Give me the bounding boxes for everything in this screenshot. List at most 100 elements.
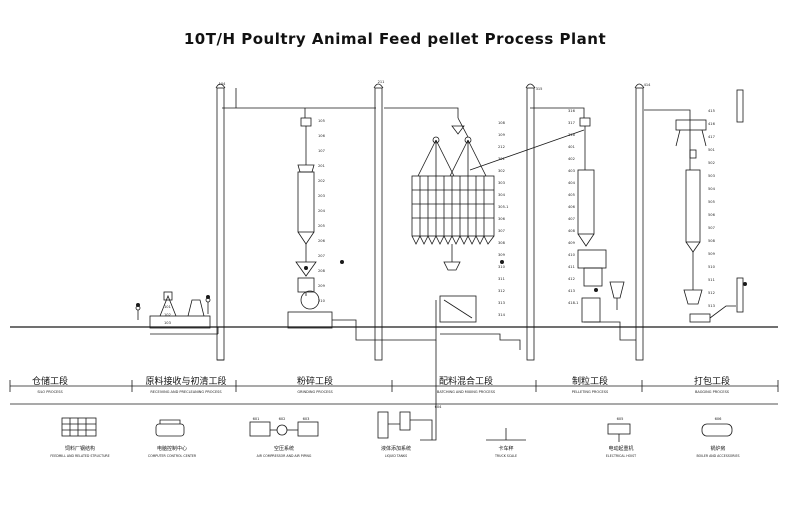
equipment-number-416: 416 [708, 122, 716, 126]
equipment-number-309: 309 [498, 253, 506, 257]
facility-number-605: 605 [617, 417, 624, 421]
operator-figures [136, 260, 747, 307]
facility-number-603: 603 [303, 417, 310, 421]
mixer-unit [420, 244, 521, 441]
equipment-number-205: 205 [318, 224, 325, 228]
equipment-number-415: 415 [708, 109, 715, 113]
equipment-number-404: 404 [568, 181, 576, 185]
equipment-number-407: 407 [568, 217, 575, 221]
equipment-number-403: 403 [568, 169, 575, 173]
equipment-number-302: 302 [498, 169, 505, 173]
equipment-number-108: 108 [498, 121, 506, 125]
equipment-number-202: 202 [318, 179, 325, 183]
equipment-number-301: 301 [498, 157, 505, 161]
equipment-number-417: 417 [708, 135, 715, 139]
air-compressor-icon [249, 421, 319, 437]
equipment-number-305-1: 305-1 [498, 205, 508, 209]
facility-number-604: 604 [435, 405, 443, 409]
equipment-number-401: 401 [568, 145, 575, 149]
equipment-number-409: 409 [568, 241, 576, 245]
equipment-number-510: 510 [708, 265, 716, 269]
electrical-hoist-icon [607, 423, 631, 442]
equipment-number-102: 102 [164, 313, 171, 317]
equipment-number-308: 308 [498, 241, 506, 245]
equipment-number-206: 206 [318, 239, 326, 243]
stage-label-en-2: GRINDING PROCESS [297, 390, 333, 394]
equipment-number-506: 506 [708, 213, 716, 217]
top-conveyor-line [222, 88, 459, 118]
equipment-number-208: 208 [318, 269, 326, 273]
elevator-number-414: 414 [644, 83, 652, 87]
equipment-number-311: 311 [498, 277, 505, 281]
elevator-number-315: 315 [536, 87, 543, 91]
equipment-number-204: 204 [318, 209, 326, 213]
equipment-number-413: 413 [568, 289, 575, 293]
stage-label-en-0: SILO PROCESS [37, 390, 63, 394]
stage-label-3: 配料混合工段 [439, 375, 493, 387]
facility-label-en-4: TRUCK SCALE [494, 454, 517, 458]
equipment-number-314: 314 [498, 313, 506, 317]
equipment-number-106: 106 [318, 134, 326, 138]
equipment-number-408: 408 [568, 229, 576, 233]
steel-structure-icon [61, 417, 97, 437]
bucket-elevator-414 [634, 83, 645, 361]
equipment-number-509: 509 [708, 252, 716, 256]
equipment-number-212: 212 [498, 145, 505, 149]
equipment-number-105: 105 [318, 119, 325, 123]
equipment-number-511: 511 [708, 278, 715, 282]
equipment-number-203: 203 [318, 194, 325, 198]
facility-label-0: 饲料厂钢结构 [65, 445, 95, 452]
facility-label-en-0: FEEDMILL AND RELATED STRUCTURE [50, 454, 109, 458]
equipment-number-508: 508 [708, 239, 716, 243]
stage-label-4: 制粒工段 [572, 375, 608, 387]
facility-label-en-5: ELECTRICAL HOIST [606, 454, 636, 458]
bagging-equipment [644, 89, 744, 323]
equipment-number-505: 505 [708, 200, 715, 204]
facility-number-601: 601 [253, 417, 260, 421]
equipment-number-201: 201 [318, 164, 325, 168]
equipment-number-312: 312 [498, 289, 505, 293]
boiler-icon [701, 423, 733, 437]
pelleting-equipment [577, 117, 636, 341]
equipment-number-313: 313 [498, 301, 505, 305]
equipment-number-307: 307 [498, 229, 505, 233]
stage-label-0: 仓储工段 [32, 375, 68, 387]
stage-label-en-3: BATCHING AND MIXING PROCESS [437, 390, 496, 394]
equipment-number-405: 405 [568, 193, 575, 197]
stage-ticks [9, 380, 779, 392]
equipment-number-207: 207 [318, 254, 325, 258]
batching-bins [411, 117, 585, 245]
equipment-number-504: 504 [708, 187, 716, 191]
facility-number-602: 602 [279, 417, 286, 421]
equipment-number-306: 306 [498, 217, 506, 221]
facility-label-en-2: AIR COMPRESSOR AND AIR PIPING [257, 454, 312, 458]
stage-label-1: 原料接收与初清工段 [145, 375, 226, 387]
facility-label-2: 空压系统 [274, 445, 294, 452]
equipment-number-406: 406 [568, 205, 576, 209]
equipment-number-304: 304 [498, 193, 506, 197]
facility-label-4: 卡车秤 [498, 445, 513, 452]
truck-scale-icon [486, 428, 526, 441]
equipment-number-512: 512 [708, 291, 715, 295]
equipment-number-210: 210 [318, 299, 326, 303]
equipment-number-318: 318 [568, 133, 576, 137]
bucket-elevator-211 [373, 83, 384, 361]
elevator-number-211: 211 [378, 80, 385, 84]
equipment-number-303: 303 [498, 181, 505, 185]
stage-label-en-4: PELLETING PROCESS [572, 390, 609, 394]
facility-label-en-6: BOILER AND ACCESSORIES [697, 454, 740, 458]
equipment-number-101: 101 [164, 305, 171, 309]
facility-label-5: 电动起重机 [608, 445, 633, 452]
stage-label-en-5: BAGGING PROCESS [695, 390, 730, 394]
page-title: 10T/H Poultry Animal Feed pellet Process… [183, 30, 607, 48]
bucket-elevator-315 [525, 83, 536, 361]
equipment-number-107: 107 [318, 149, 325, 153]
elevator-number-104: 104 [219, 82, 227, 86]
grinding-equipment [287, 117, 437, 341]
equipment-number-513: 513 [708, 304, 715, 308]
equipment-number-507: 507 [708, 226, 715, 230]
equipment-number-109: 109 [498, 133, 506, 137]
receiving-intake [135, 291, 219, 335]
